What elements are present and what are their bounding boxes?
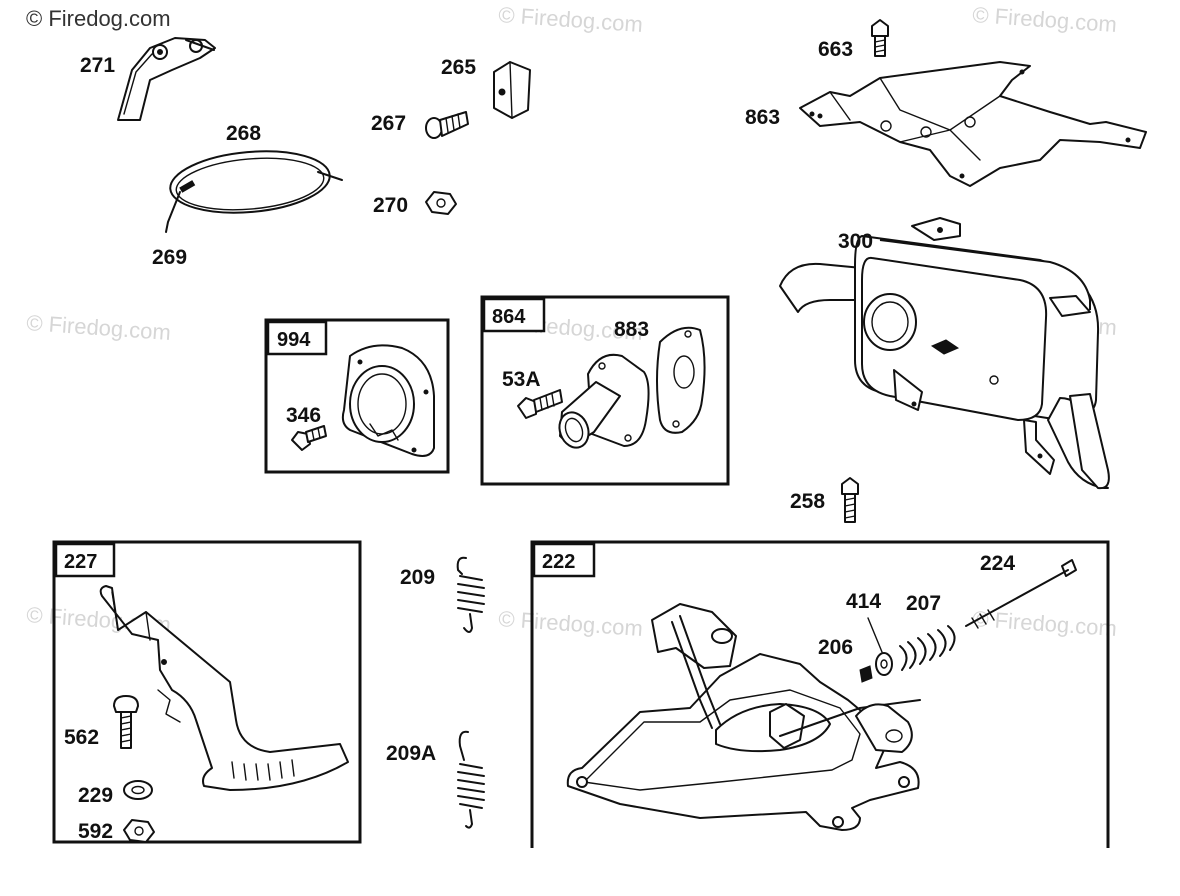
- watermark: © Firedog.com: [972, 2, 1118, 37]
- label-346: 346: [286, 404, 321, 427]
- part-258-bolt[interactable]: [841, 477, 859, 523]
- label-209a: 209A: [386, 742, 436, 765]
- label-269: 269: [152, 246, 187, 269]
- label-206: 206: [818, 636, 853, 659]
- box-227-label: 227: [64, 551, 97, 573]
- watermark: © Firedog.com: [26, 310, 172, 345]
- part-663-bolt[interactable]: [871, 19, 889, 57]
- part-346-screw[interactable]: [291, 425, 327, 451]
- part-227-governor-plate[interactable]: [99, 585, 349, 791]
- part-271-lever[interactable]: [117, 37, 216, 121]
- box-994-tag: [266, 320, 328, 356]
- label-207: 207: [906, 592, 941, 615]
- part-592-nut[interactable]: [123, 819, 155, 843]
- label-267: 267: [371, 112, 406, 135]
- box-222: [530, 540, 1110, 848]
- part-883-gasket[interactable]: [656, 326, 706, 434]
- label-863: 863: [745, 106, 780, 129]
- part-209-spring[interactable]: [456, 556, 485, 633]
- box-994-label: 994: [277, 329, 311, 351]
- box-227-tag: [54, 542, 116, 578]
- box-227: [52, 540, 362, 844]
- part-206-clip[interactable]: [859, 665, 873, 683]
- part-268-cable[interactable]: [165, 145, 343, 233]
- box-222-label: 222: [542, 551, 575, 573]
- box-994: [264, 318, 450, 474]
- watermark: © Firedog.com: [498, 606, 644, 641]
- label-209: 209: [400, 566, 435, 589]
- part-864-adapter[interactable]: [555, 353, 650, 452]
- leader-414: [867, 617, 883, 653]
- label-270: 270: [373, 194, 408, 217]
- part-270-nut[interactable]: [425, 191, 457, 215]
- label-53a: 53A: [502, 368, 541, 391]
- part-265-clip[interactable]: [493, 61, 531, 119]
- label-224: 224: [980, 552, 1015, 575]
- watermark: © Firedog.com: [498, 2, 644, 37]
- label-265: 265: [441, 56, 476, 79]
- label-300: 300: [838, 230, 873, 253]
- box-864-label: 864: [492, 306, 526, 328]
- label-229: 229: [78, 784, 113, 807]
- part-229-washer[interactable]: [123, 780, 153, 800]
- part-562-screw[interactable]: [113, 695, 139, 749]
- part-863-bracket[interactable]: [799, 61, 1147, 187]
- label-592: 592: [78, 820, 113, 843]
- label-663: 663: [818, 38, 853, 61]
- label-271: 271: [80, 54, 115, 77]
- part-414-washer[interactable]: [875, 652, 893, 676]
- part-994-housing[interactable]: [341, 344, 435, 457]
- part-53a-screw[interactable]: [517, 389, 563, 419]
- part-267-screw[interactable]: [425, 111, 469, 139]
- label-562: 562: [64, 726, 99, 749]
- box-864: [480, 295, 730, 486]
- part-222-control-bracket[interactable]: [566, 603, 921, 831]
- box-222-tag: [532, 542, 596, 578]
- box-864-tag: [482, 297, 546, 333]
- label-268: 268: [226, 122, 261, 145]
- watermark-top-left: © Firedog.com: [26, 6, 171, 31]
- label-414: 414: [846, 590, 881, 613]
- label-883: 883: [614, 318, 649, 341]
- part-224-rod[interactable]: [965, 559, 1077, 629]
- part-300-muffler[interactable]: [779, 217, 1110, 490]
- label-258: 258: [790, 490, 825, 513]
- part-209a-spring[interactable]: [457, 730, 485, 829]
- part-207-spring[interactable]: [899, 625, 956, 671]
